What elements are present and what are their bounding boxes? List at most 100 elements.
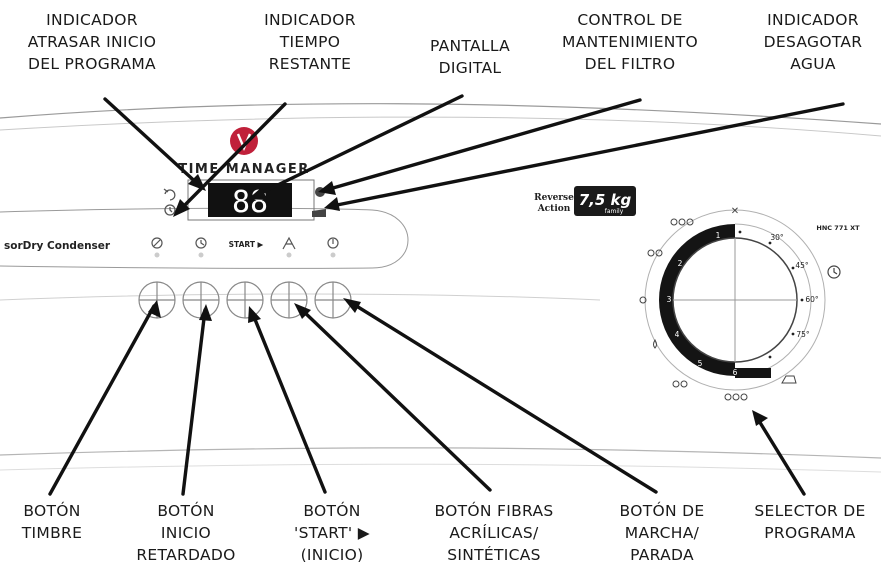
start-label: START ▶	[229, 240, 264, 249]
callout-line: PARADA	[630, 546, 694, 564]
callout-line: RETARDADO	[136, 546, 236, 564]
program-selector-pointer	[735, 368, 771, 378]
callout-line: BOTÓN	[23, 502, 81, 520]
callout-line: DEL PROGRAMA	[28, 55, 156, 73]
dial-dot	[738, 230, 742, 234]
damp-two-icon	[672, 380, 688, 388]
timer-icon	[827, 265, 841, 279]
buzzer-icon-mark	[153, 239, 161, 247]
synthetics-icon	[282, 236, 296, 250]
led-synthetics	[286, 252, 292, 258]
callout-line: PANTALLA	[429, 37, 511, 55]
program-selector-outer	[644, 209, 826, 391]
dial-number-3: 3	[667, 295, 672, 304]
callout-line: MARCHA/	[624, 524, 700, 542]
iron-icon	[781, 375, 797, 384]
callout-line: BOTÓN DE	[619, 502, 705, 520]
drain-water-indicator-icon	[312, 209, 326, 217]
callout-line: CONTROL DE	[577, 11, 683, 29]
callout-line: SINTÉTICAS	[447, 546, 541, 564]
time-remaining-indicator-icon	[164, 204, 176, 216]
callout-boton-fibras: BOTÓN FIBRAS ACRÍLICAS/ SINTÉTICAS	[434, 500, 553, 566]
power-icon	[327, 237, 339, 249]
callout-line: (INICIO)	[300, 546, 364, 564]
callout-line: DESAGOTAR	[763, 33, 863, 51]
callout-line: INDICADOR	[767, 11, 859, 29]
dial-dot	[768, 355, 772, 359]
callout-boton-start: BOTÓN 'START' ▶ (INICIO)	[294, 500, 370, 566]
callout-line: INDICADOR	[46, 11, 138, 29]
delay-start-button-icon	[195, 237, 207, 249]
start-button[interactable]	[226, 281, 264, 319]
panel-bottom-edge-2	[0, 463, 881, 473]
callout-line: BOTÓN	[303, 502, 361, 520]
model-text: sorDry Condenser	[4, 240, 111, 252]
dial-dot	[791, 332, 795, 336]
brand-text: TIME MANAGER	[178, 162, 310, 177]
callout-line: DIGITAL	[438, 59, 502, 77]
callout-line: MANTENIMIENTO	[562, 33, 698, 51]
dial-number-4: 4	[675, 330, 680, 339]
callout-control-filtro: CONTROL DE MANTENIMIENTO DEL FILTRO	[562, 9, 698, 75]
led-delay	[198, 252, 204, 258]
callout-line: INDICADOR	[264, 11, 356, 29]
dial-model-text: HNC 771 XT	[816, 224, 860, 232]
dial-symbol-off: ✕	[731, 206, 739, 217]
callout-line: ACRÍLICAS/	[449, 524, 539, 542]
program-selector-band[interactable]	[659, 224, 735, 376]
callout-boton-timbre: BOTÓN TIMBRE	[22, 500, 82, 544]
dial-number-2: 2	[678, 259, 683, 268]
extra-dry-icon	[670, 218, 694, 226]
dial-number-5: 5	[698, 359, 703, 368]
dial-number-1: 1	[716, 231, 721, 240]
reverse-text: Reverse	[534, 193, 574, 203]
delay-start-indicator-icon	[163, 188, 176, 201]
callout-boton-inicio-retardado: BOTÓN INICIO RETARDADO	[136, 500, 235, 566]
delay-start-button-icon-mark	[200, 240, 205, 246]
callout-line: ATRASAR INICIO	[27, 33, 157, 51]
panel-bottom-edge	[0, 447, 881, 459]
callout-line: DEL FILTRO	[584, 55, 676, 73]
callout-line: TIEMPO	[279, 33, 341, 51]
callout-line: SELECTOR DE	[754, 502, 866, 520]
callout-boton-marcha: BOTÓN DE MARCHA/ PARADA	[620, 500, 705, 566]
program-selector-cross	[673, 238, 797, 362]
dial-dot	[791, 266, 795, 270]
buzzer-icon	[151, 237, 163, 249]
callout-line: BOTÓN FIBRAS	[434, 502, 554, 520]
dial-dot	[800, 298, 804, 302]
callout-line: BOTÓN	[157, 502, 215, 520]
dial-mark-30: 30°	[770, 233, 784, 242]
start-stop-button[interactable]	[314, 281, 352, 319]
capacity-text: 7,5 kg	[579, 191, 632, 209]
timer-icon-hand	[833, 268, 838, 275]
callout-indicador-atrasar: INDICADOR ATRASAR INICIO DEL PROGRAMA	[28, 9, 157, 75]
buzzer-button[interactable]	[138, 281, 176, 319]
cupboard-dry-icon	[647, 249, 663, 257]
callout-pantalla-digital: PANTALLA DIGITAL	[430, 35, 510, 79]
panel-top-edge	[0, 103, 881, 125]
callout-selector-programa: SELECTOR DE PROGRAMA	[754, 500, 865, 544]
callout-line: PROGRAMA	[764, 524, 856, 542]
display-digits: 88	[232, 185, 268, 220]
callout-indicador-tiempo: INDICADOR TIEMPO RESTANTE	[264, 9, 356, 75]
dial-dot	[768, 241, 772, 245]
family-text: family	[605, 208, 624, 215]
program-selector-arc-right	[734, 223, 812, 377]
callout-line: 'START' ▶	[294, 524, 370, 542]
dial-mark-45: 45°	[795, 261, 809, 270]
panel-inner-curve	[0, 116, 881, 137]
damp-three-icon	[724, 393, 748, 401]
callout-line: AGUA	[790, 55, 836, 73]
synthetics-button[interactable]	[270, 281, 308, 319]
delay-start-button[interactable]	[182, 281, 220, 319]
dial-mark-60: 60°	[805, 295, 819, 304]
panel-lower-edge	[0, 293, 601, 301]
dial-mark-75: 75°	[796, 330, 810, 339]
led-power	[330, 252, 336, 258]
action-text: Action	[537, 204, 571, 214]
dial-number-6: 6	[733, 368, 738, 377]
callout-line: TIMBRE	[21, 524, 83, 542]
callout-indicador-desagotar: INDICADOR DESAGOTAR AGUA	[764, 9, 863, 75]
